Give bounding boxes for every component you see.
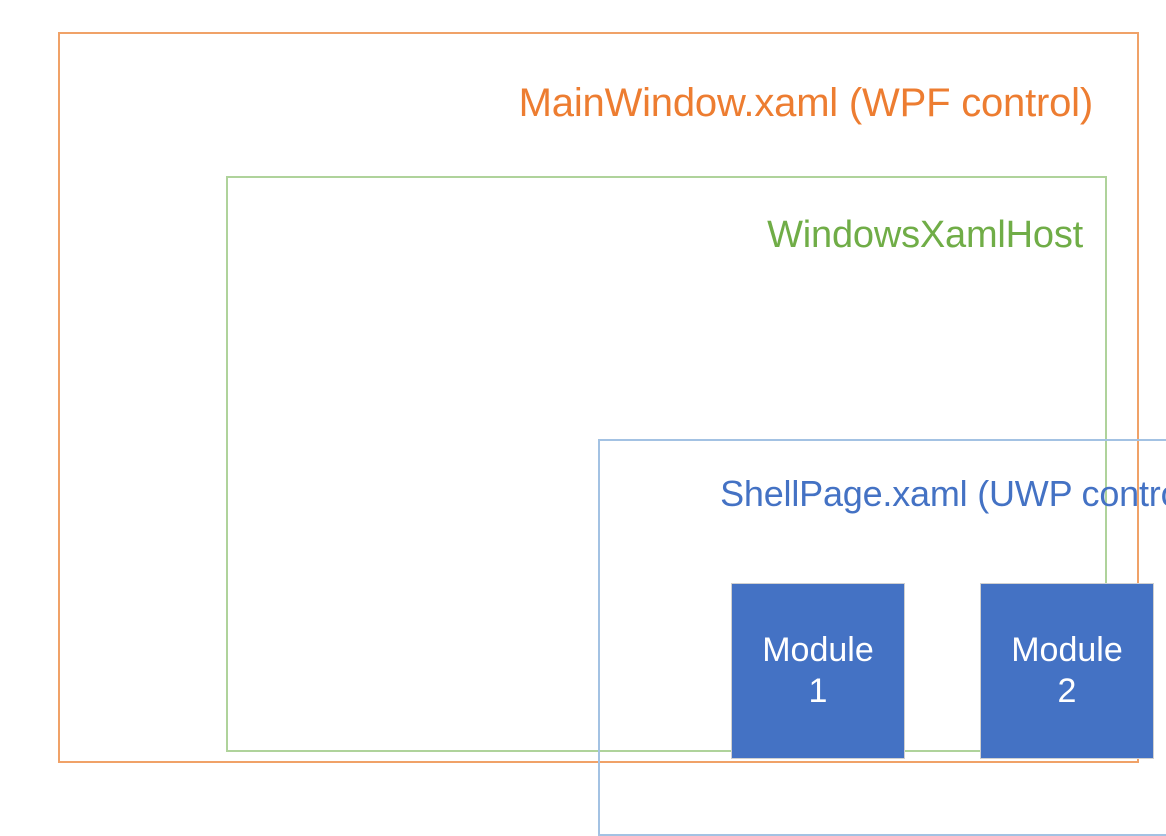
frame-label-windowsxamlhost: WindowsXamlHost xyxy=(767,214,1083,256)
frame-windowsxamlhost: WindowsXamlHost ShellPage.xaml (UWP cont… xyxy=(226,176,1166,836)
diagram-canvas: MainWindow.xaml (WPF control) WindowsXam… xyxy=(58,32,1166,836)
module-box-1-number: 1 xyxy=(808,672,828,710)
module-row: Module 1 Module 2 xyxy=(600,583,1166,759)
module-box-2: Module 2 xyxy=(980,583,1154,759)
frame-mainwindow-xaml: MainWindow.xaml (WPF control) WindowsXam… xyxy=(58,32,1166,836)
module-box-2-number: 2 xyxy=(1057,672,1077,710)
frame-shellpage-xaml: ShellPage.xaml (UWP control) Module 1 Mo… xyxy=(598,439,1166,836)
frame-label-mainwindow-xaml: MainWindow.xaml (WPF control) xyxy=(518,81,1094,125)
module-box-1-name: Module xyxy=(762,630,874,669)
module-box-2-name: Module xyxy=(1011,630,1123,669)
frame-label-shellpage-xaml: ShellPage.xaml (UWP control) xyxy=(720,473,1166,514)
module-box-1: Module 1 xyxy=(731,583,905,759)
